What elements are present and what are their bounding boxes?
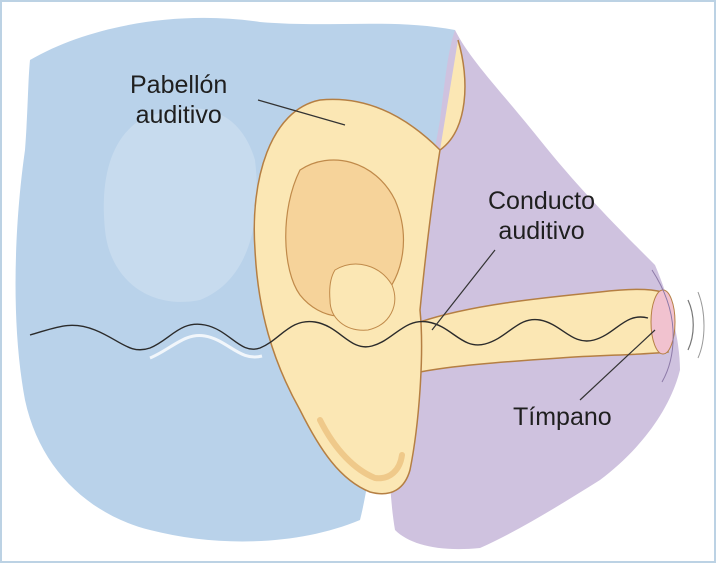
label-pabellon-line1: Pabellón: [130, 70, 227, 100]
label-pabellon-line2: auditivo: [130, 100, 227, 130]
label-timpano: Tímpano: [513, 402, 612, 432]
vibration-marks: [688, 300, 693, 350]
label-conducto-line2: auditivo: [488, 216, 595, 246]
eardrum: [651, 290, 675, 354]
label-conducto-line1: Conducto: [488, 186, 595, 216]
label-pabellon-auditivo: Pabellón auditivo: [130, 70, 227, 130]
vibration-marks-outer: [698, 292, 704, 358]
label-timpano-text: Tímpano: [513, 402, 612, 432]
label-conducto-auditivo: Conducto auditivo: [488, 186, 595, 246]
blue-watercolor-patch: [104, 108, 257, 302]
